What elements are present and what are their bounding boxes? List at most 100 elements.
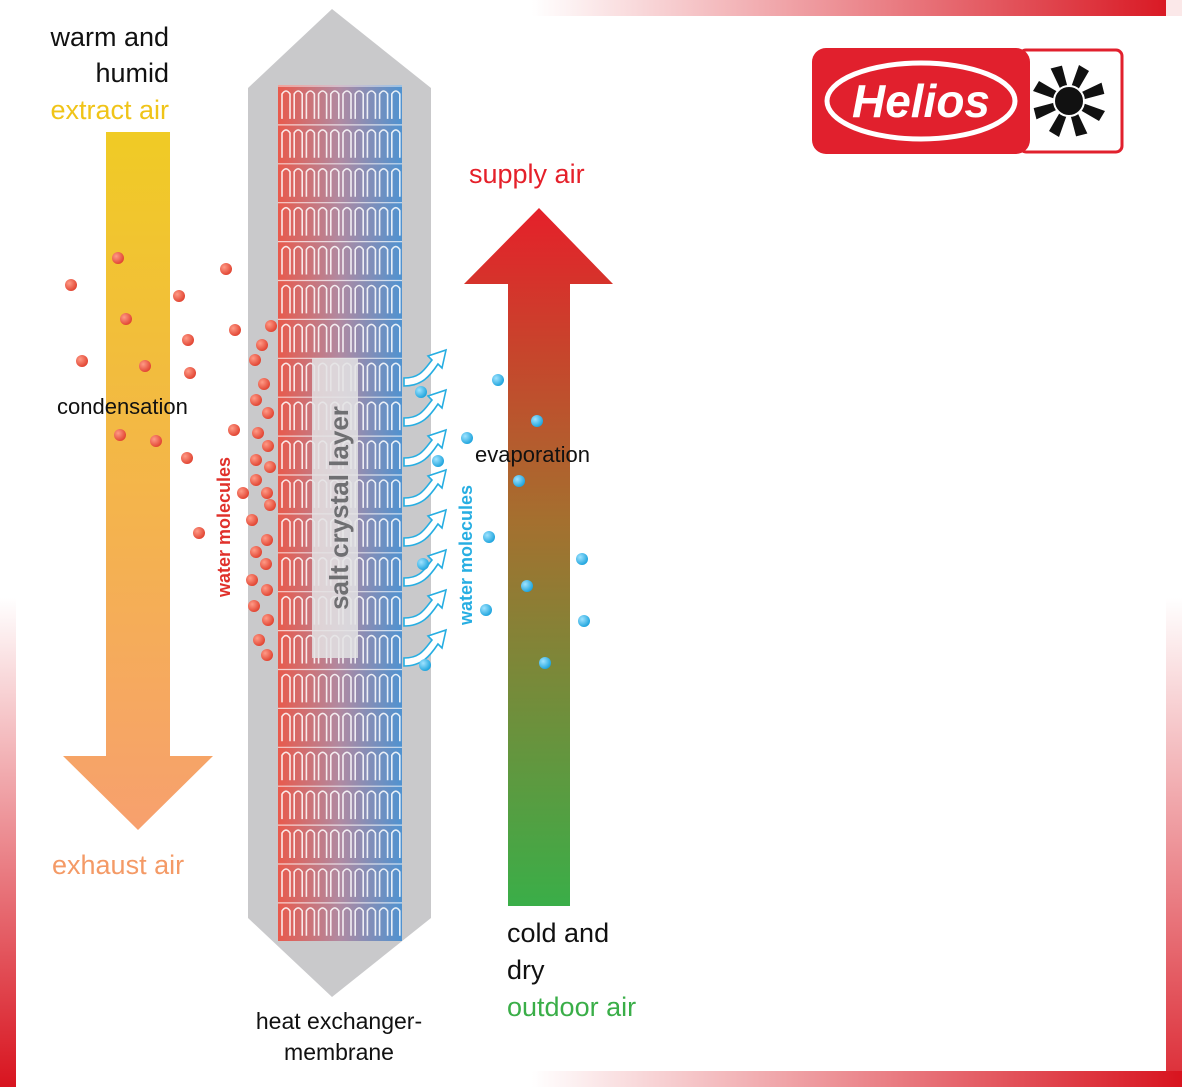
membrane-rib	[317, 907, 328, 936]
membrane-rib	[391, 673, 401, 703]
water-molecule-red	[173, 290, 185, 302]
membrane-rib	[391, 323, 401, 353]
membrane-rib	[317, 790, 328, 820]
water-molecule-red	[65, 279, 77, 291]
logo-wordmark: Helios	[852, 75, 990, 127]
membrane-rib	[293, 634, 303, 664]
membrane-rib	[281, 168, 291, 197]
membrane-rib	[317, 168, 328, 197]
membrane-rib	[281, 518, 291, 547]
membrane-rib	[391, 790, 401, 820]
membrane-rib	[366, 90, 377, 119]
water-molecule-red	[260, 558, 272, 570]
membrane-rib	[293, 790, 303, 820]
water-molecule-red	[76, 355, 88, 367]
membrane-rib	[366, 284, 377, 314]
membrane-rib	[366, 245, 377, 275]
water-molecule-red	[120, 313, 132, 325]
evaporation-arrow	[403, 508, 448, 547]
membrane-rib	[354, 90, 364, 119]
membrane-rib	[293, 323, 303, 353]
membrane-rib	[330, 673, 340, 703]
membrane-rib	[281, 362, 291, 392]
water-molecule-blue	[513, 475, 525, 487]
membrane-rib	[391, 557, 401, 586]
membrane-rib	[330, 168, 340, 197]
membrane-rib	[342, 323, 352, 353]
membrane-rib	[354, 673, 364, 703]
membrane-rib	[366, 323, 377, 353]
water-molecule-blue	[419, 659, 431, 671]
membrane-rib	[354, 712, 364, 742]
membrane-rib	[342, 712, 352, 742]
membrane-rib	[378, 712, 389, 742]
membrane-rib	[293, 440, 303, 469]
membrane-rib	[281, 712, 291, 742]
water-molecule-red	[264, 499, 276, 511]
supply-air-label: supply air	[469, 159, 585, 189]
membrane-rib	[366, 401, 377, 431]
membrane-rib	[281, 634, 291, 664]
membrane-rib	[366, 206, 377, 236]
membrane-rib	[354, 907, 364, 936]
outdoor-air-description-line2: dry	[507, 955, 545, 985]
membrane-rib	[293, 868, 303, 897]
membrane-rib	[293, 518, 303, 547]
membrane-rib	[378, 829, 389, 858]
water-molecule-red	[112, 252, 124, 264]
membrane-rib	[281, 829, 291, 858]
membrane-rib	[317, 712, 328, 742]
membrane-rib	[317, 673, 328, 703]
water-molecule-red	[248, 600, 260, 612]
membrane-rib	[378, 518, 389, 547]
evaporation-arrow	[403, 428, 448, 467]
membrane-rib	[391, 829, 401, 858]
evaporation-label: evaporation	[475, 442, 590, 467]
evaporation-arrow	[403, 548, 448, 587]
water-molecule-blue	[539, 657, 551, 669]
membrane-rib	[293, 401, 303, 431]
membrane-rib	[305, 129, 316, 158]
membrane-rib	[281, 440, 291, 469]
membrane-rib	[305, 868, 316, 897]
membrane-rib	[281, 868, 291, 897]
water-molecule-blue	[415, 386, 427, 398]
membrane-rib	[281, 90, 291, 119]
membrane-rib	[330, 751, 340, 781]
membrane-rib	[305, 245, 316, 275]
membrane-rib	[281, 323, 291, 353]
membrane-rib	[330, 245, 340, 275]
membrane-rib	[293, 751, 303, 781]
evaporation-arrow	[403, 588, 448, 627]
water-molecule-red	[253, 634, 265, 646]
membrane-label-line1: heat exchanger-	[256, 1008, 422, 1034]
salt-crystal-layer	[312, 358, 358, 658]
membrane-rib	[391, 168, 401, 197]
water-molecule-red	[261, 584, 273, 596]
membrane-rib	[378, 90, 389, 119]
membrane-rib	[342, 868, 352, 897]
membrane-rib	[354, 790, 364, 820]
membrane-rib	[378, 362, 389, 392]
water-molecule-red	[139, 360, 151, 372]
membrane-rib	[366, 634, 377, 664]
water-molecule-red	[150, 435, 162, 447]
membrane-rib	[281, 673, 291, 703]
extract-exhaust-arrow	[63, 132, 213, 830]
water-molecule-red	[182, 334, 194, 346]
membrane-rib	[293, 595, 303, 625]
membrane-rib	[391, 518, 401, 547]
membrane-rib	[281, 790, 291, 820]
water-molecule-red	[252, 427, 264, 439]
membrane-rib	[391, 907, 401, 936]
membrane-rib	[342, 90, 352, 119]
membrane-rib	[342, 790, 352, 820]
membrane-rib	[391, 595, 401, 625]
membrane-rib	[391, 362, 401, 392]
membrane-rib	[391, 90, 401, 119]
membrane-rib	[391, 284, 401, 314]
water-molecule-blue	[480, 604, 492, 616]
membrane-rib	[305, 712, 316, 742]
water-molecules-right-label: water molecules	[456, 485, 476, 626]
